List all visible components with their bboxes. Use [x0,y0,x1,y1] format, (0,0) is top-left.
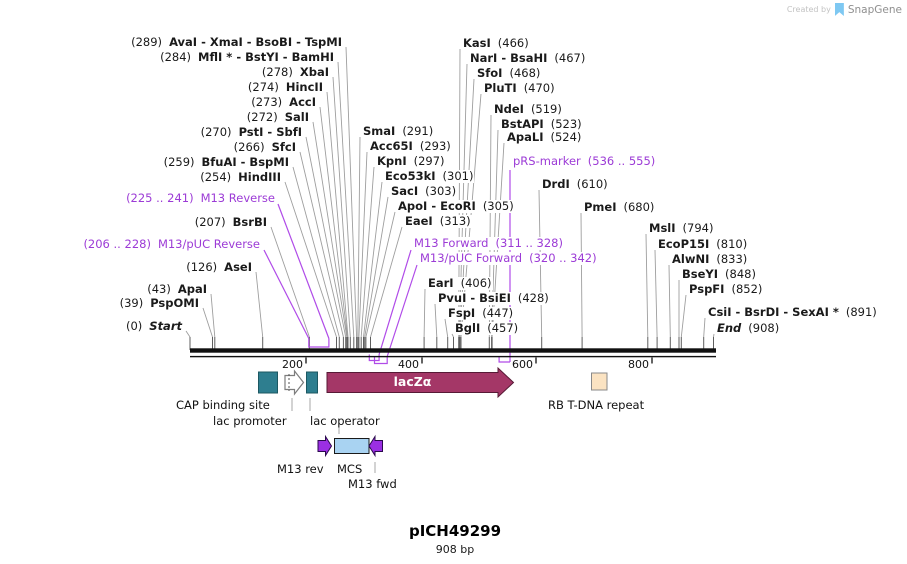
lac-operator-label: lac operator [310,414,380,428]
enzyme-label[interactable]: CsiI - BsrDI - SexAI *(891) [707,305,878,319]
start-label[interactable]: (0)Start [124,319,183,333]
enzyme-label[interactable]: (207)BsrBI [193,215,268,229]
enzyme-label[interactable]: (43)ApaI [146,282,208,296]
enzyme-label[interactable]: (39)PspOMI [118,296,200,310]
m13-puc-reverse-leader [263,249,310,339]
snapgene-watermark: Created by SnapGene [787,3,902,16]
lacza-feature-label[interactable]: lacZα [393,374,432,389]
enzyme-label[interactable]: (126)AseI [185,260,253,274]
rb-tdna-repeat-box[interactable] [591,372,608,391]
ruler-label-200: 200 [282,358,303,371]
enzyme-label[interactable]: BglI(457) [454,321,520,335]
backbone-bottom-strand [190,355,716,358]
enzyme-label[interactable]: NarI - BsaHI(467) [469,51,587,65]
enzyme-label[interactable]: (272)SalI [245,110,310,124]
cap-binding-site-label: CAP binding site [176,398,270,412]
enzyme-label[interactable]: BseYI(848) [681,267,757,281]
primer-label[interactable]: (206 .. 228)M13/pUC Reverse [82,237,261,251]
ruler-label-400: 400 [398,358,419,371]
enzyme-label[interactable]: (289)AvaI - XmaI - BsoBI - TspMI [130,35,343,49]
enzyme-label[interactable]: AlwNI(833) [671,252,749,266]
enzyme-label[interactable]: (273)AccI [250,95,317,109]
primer-label[interactable]: (225 .. 241)M13 Reverse [125,191,276,205]
enzyme-label[interactable]: PspFI(852) [688,282,764,296]
reverse-primer-bracket [308,338,330,348]
mcs-label: MCS [337,462,363,476]
enzyme-label[interactable]: NdeI(519) [493,102,563,116]
m13-puc-forward-leader [386,264,418,357]
mcs-box[interactable] [334,438,370,454]
m13-rev-label: M13 rev [277,462,324,476]
enzyme-label[interactable]: PmeI(680) [583,200,656,214]
enzyme-label[interactable]: PluTI(470) [483,81,556,95]
ruler-ticks [305,357,653,364]
primer-label[interactable]: M13 Forward(311 .. 328) [413,236,564,250]
enzyme-label[interactable]: FspI(447) [447,306,515,320]
ruler-label-800: 800 [628,358,649,371]
lacza-arrow[interactable] [326,366,515,399]
enzyme-label[interactable]: KasI(466) [462,36,530,50]
backbone-line [190,348,716,353]
lac-operator-box[interactable] [306,371,318,394]
enzyme-label[interactable]: EaeI(313) [404,214,472,228]
leader-lines [185,46,715,473]
cap-binding-site-box[interactable] [258,371,278,394]
enzyme-site-ticks [189,337,714,350]
enzyme-label[interactable]: (254)HindIII [199,170,282,184]
watermark-created-by: Created by [786,5,831,14]
rb-tdna-repeat-label: RB T-DNA repeat [548,398,645,412]
end-label[interactable]: End(908) [716,321,781,335]
snapgene-logo-icon [834,3,844,16]
watermark-brand: SnapGene [847,3,902,16]
primer-label[interactable]: M13/pUC Forward(320 .. 342) [419,251,598,265]
enzyme-label[interactable]: PvuI - BsiEI(428) [437,291,550,305]
m13-rev-arrow[interactable] [317,434,333,458]
m13-forward-leader [378,249,412,355]
lac-promoter-arrow[interactable] [284,369,305,396]
enzyme-label[interactable]: Eco53kI(301) [384,169,475,183]
enzyme-label[interactable]: SacI(303) [390,184,458,198]
plasmid-name: pICH49299 [408,522,502,540]
enzyme-label[interactable]: SfoI(468) [476,66,542,80]
m13-fwd-arrow[interactable] [368,434,383,458]
enzyme-label[interactable]: DrdI(610) [541,177,609,191]
enzyme-label[interactable]: SmaI(291) [362,124,435,138]
primer-label[interactable]: pRS-marker(536 .. 555) [512,154,657,168]
enzyme-label[interactable]: (278)XbaI [260,65,330,79]
enzyme-label[interactable]: BstAPI(523) [500,117,583,131]
enzyme-label[interactable]: (259)BfuAI - BspMI [162,155,290,169]
enzyme-label[interactable]: Acc65I(293) [369,139,452,153]
ruler-label-600: 600 [512,358,533,371]
enzyme-label[interactable]: (284)MflI * - BstYI - BamHI [159,50,335,64]
enzyme-label[interactable]: (266)SfcI [232,140,297,154]
m13-fwd-label: M13 fwd [348,477,397,491]
prs-marker-bracket [498,356,510,363]
enzyme-label[interactable]: ApaLI(524) [506,130,583,144]
enzyme-label[interactable]: ApoI - EcoRI(305) [397,199,515,213]
enzyme-label[interactable]: EarI(406) [427,276,493,290]
m13-reverse-leader [277,203,330,339]
lac-promoter-label: lac promoter [213,414,287,428]
enzyme-label[interactable]: EcoP15I(810) [657,237,749,251]
enzyme-label[interactable]: KpnI(297) [376,154,446,168]
plasmid-title-block: pICH49299 908 bp [300,522,610,556]
enzyme-label[interactable]: (274)HincII [246,80,324,94]
m13-puc-forward-bracket [373,356,388,365]
enzyme-label[interactable]: MslI(794) [648,221,715,235]
enzyme-label[interactable]: (270)PstI - SbfI [199,125,303,139]
plasmid-length: 908 bp [435,543,475,556]
